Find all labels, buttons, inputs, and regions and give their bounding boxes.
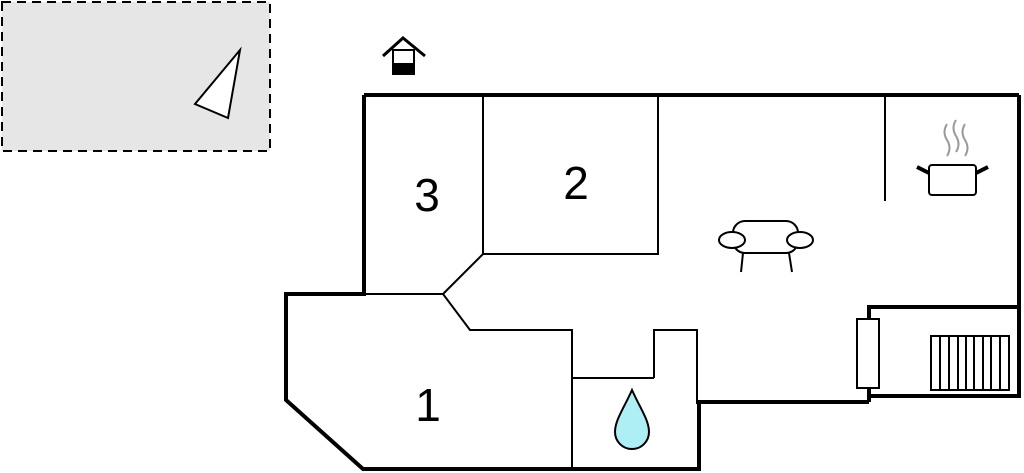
stove-icon (930, 335, 1010, 391)
room-1-label: 1 (415, 379, 441, 431)
radiator-icon (856, 318, 880, 389)
room-3-label: 3 (414, 169, 440, 221)
compass-arrow-icon (193, 46, 242, 120)
room-2-label: 2 (563, 157, 589, 209)
entrance-house-icon (381, 36, 426, 75)
interior-walls (364, 97, 886, 469)
water-drop-icon (613, 387, 651, 450)
sofa-icon (718, 220, 814, 273)
cooking-pot-icon (916, 119, 989, 196)
outer-walls (284, 93, 1021, 471)
terrace-area (1, 1, 271, 152)
